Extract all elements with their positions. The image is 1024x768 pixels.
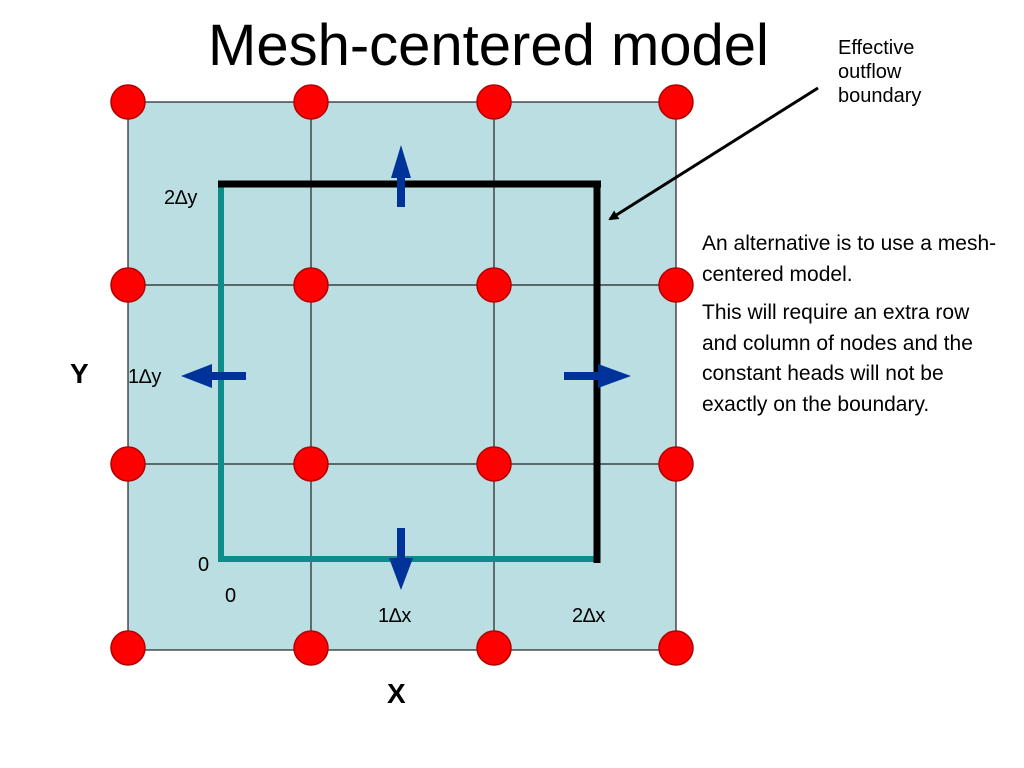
label-2dx: 2∆x	[572, 605, 605, 627]
node	[476, 630, 512, 666]
node	[110, 630, 146, 666]
label-y0: 0	[198, 554, 209, 576]
arrow-right-icon	[564, 364, 631, 388]
axis-label-x: X	[387, 678, 406, 709]
node	[476, 446, 512, 482]
description-text: An alternative is to use a mesh-centered…	[702, 229, 1002, 428]
nodes	[110, 84, 694, 666]
arrow-left-icon	[181, 364, 246, 388]
node	[293, 630, 329, 666]
callout-line-1: Effective	[838, 37, 915, 59]
callout-line-2: outflow	[838, 61, 902, 83]
callout-line-3: boundary	[838, 85, 922, 107]
node	[110, 267, 146, 303]
axis-label-y: Y	[70, 358, 89, 389]
node	[293, 446, 329, 482]
label-1dx: 1∆x	[378, 605, 411, 627]
description-paragraph-1: An alternative is to use a mesh-centered…	[702, 232, 997, 286]
node	[293, 267, 329, 303]
flow-arrows	[181, 145, 631, 590]
description-paragraph-2: This will require an extra row and colum…	[702, 301, 973, 416]
node	[476, 84, 512, 120]
slide-title: Mesh-centered model	[208, 13, 769, 78]
node	[658, 84, 694, 120]
node	[658, 267, 694, 303]
effective-boundary	[218, 180, 601, 563]
node	[658, 630, 694, 666]
node	[110, 446, 146, 482]
label-2dy: 2∆y	[164, 187, 197, 209]
label-x0: 0	[225, 585, 236, 607]
node	[110, 84, 146, 120]
arrow-down-icon	[389, 528, 413, 590]
callout-arrow-icon	[608, 86, 819, 221]
node	[658, 446, 694, 482]
label-1dy: 1∆y	[128, 366, 161, 388]
arrow-up-icon	[391, 145, 411, 207]
node	[293, 84, 329, 120]
callout-label: Effective outflow boundary	[838, 36, 988, 108]
node	[476, 267, 512, 303]
